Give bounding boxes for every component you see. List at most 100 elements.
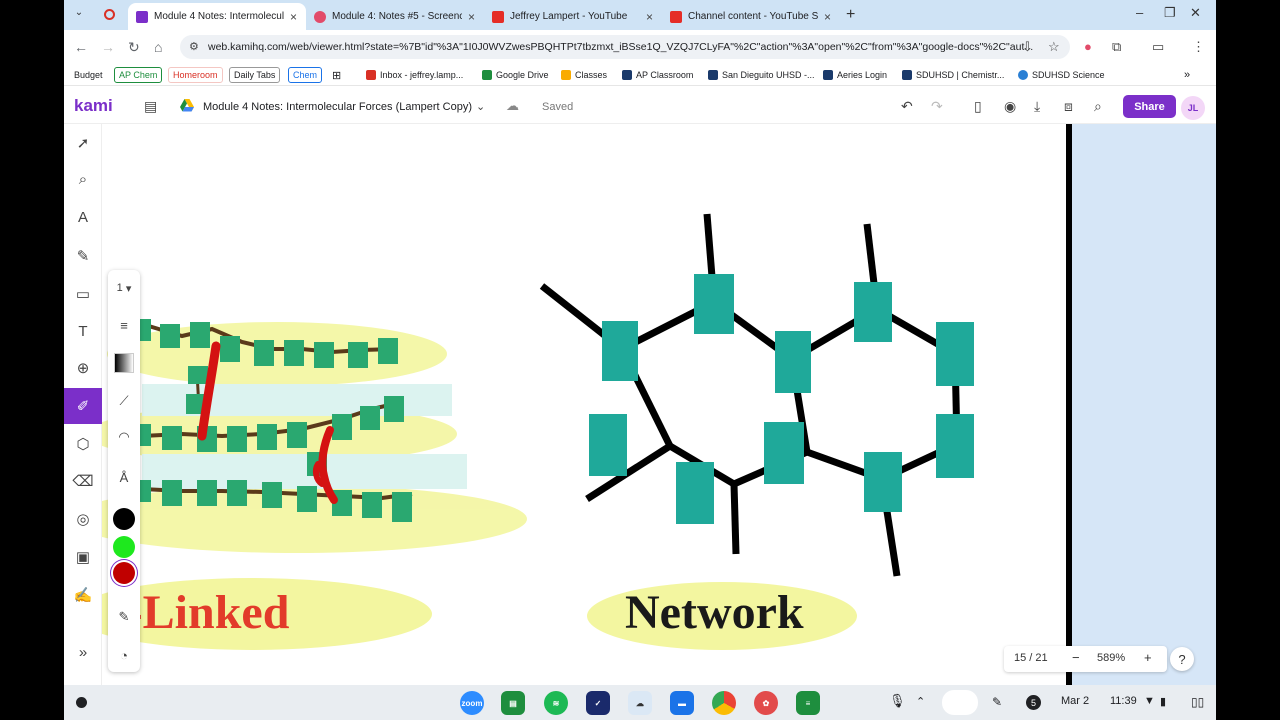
files-app-icon[interactable]: ▬ (670, 691, 694, 715)
cast-icon[interactable]: ▭ (1152, 39, 1165, 54)
bookmark-ap-chem[interactable]: AP Chem (114, 67, 163, 83)
forward-icon[interactable]: → (101, 39, 115, 55)
zoom-level[interactable]: 589% (1097, 652, 1126, 664)
bookmark-sduhsd-science[interactable]: SDUHSD Science (1018, 67, 1105, 83)
zoom-in-icon[interactable]: + (1144, 650, 1152, 665)
equation-tool-icon[interactable]: ⊕ (76, 360, 90, 377)
zoom-app-icon[interactable]: zoom (460, 691, 484, 715)
text-tool-icon[interactable]: T (78, 322, 88, 340)
image-tool-icon[interactable]: ▣ (75, 549, 91, 566)
stroke-width-select[interactable]: 1 ▾ (116, 282, 132, 295)
color-palette-icon[interactable]: ◔ (120, 647, 128, 663)
document-title[interactable]: Module 4 Notes: Intermolecular Forces (L… (203, 101, 472, 113)
tab-module4-notes[interactable]: Module 4 Notes: Intermolecular × (128, 3, 306, 30)
opacity-gradient-icon[interactable] (108, 352, 140, 374)
new-tab-button[interactable]: + (846, 6, 856, 23)
close-tab-icon[interactable]: × (468, 9, 476, 24)
close-tab-icon[interactable]: × (824, 9, 832, 24)
vectorize-app-icon[interactable]: ✓ (586, 691, 610, 715)
bookmark-daily-tabs[interactable]: Daily Tabs (229, 67, 281, 83)
close-tab-icon[interactable]: × (290, 9, 298, 24)
ruler-icon[interactable]: ⟋ (119, 393, 129, 408)
redo-icon[interactable]: ↷ (931, 98, 943, 114)
undo-icon[interactable]: ↶ (901, 98, 913, 114)
stylus-icon[interactable]: ✎ (992, 695, 1003, 709)
classroom-app-icon[interactable]: ▤ (501, 691, 525, 715)
bookmark-classes[interactable]: Classes (561, 67, 607, 83)
dictionary-tool-icon[interactable]: A (77, 208, 88, 226)
color-red-swatch[interactable] (113, 562, 135, 584)
bookmark-san-dieguito[interactable]: San Dieguito UHSD -... (708, 67, 815, 83)
share-button[interactable]: Share (1123, 95, 1176, 118)
line-style-icon[interactable]: ≡ (120, 317, 128, 333)
zoom-out-icon[interactable]: − (1072, 650, 1080, 665)
extensions-puzzle-icon[interactable]: ⧉ (1112, 39, 1122, 54)
install-app-icon[interactable]: ⇩ (1022, 39, 1033, 54)
select-tool-icon[interactable]: ➚ (76, 135, 90, 152)
eyedropper-icon[interactable]: ✎ (118, 609, 130, 624)
cloud-app-icon[interactable]: ☁ (628, 691, 652, 715)
tab-screencast[interactable]: Module 4: Notes #5 - Screencast × (306, 3, 484, 30)
holding-space-icon[interactable] (942, 690, 978, 715)
home-icon[interactable]: ⌂ (154, 39, 163, 55)
comment-tool-icon[interactable]: ▭ (75, 286, 91, 303)
shapes-tool-icon[interactable]: ⬡ (76, 436, 90, 453)
apps-grid-icon[interactable]: ⊞ (332, 69, 342, 82)
bookmark-star-icon[interactable]: ☆ (1048, 39, 1060, 54)
tab-youtube-studio[interactable]: Channel content - YouTube Studio × (662, 3, 840, 30)
tab-search-button[interactable]: ⌄ (74, 7, 84, 18)
eraser-tool-icon[interactable]: ⌫ (72, 473, 94, 490)
restore-icon[interactable]: ❐ (1164, 5, 1176, 20)
ai-tool-icon[interactable]: ◎ (76, 511, 90, 528)
drawing-tool-icon[interactable]: ✐ (64, 388, 102, 424)
highlighter-tool-icon[interactable]: ✎ (76, 248, 90, 265)
expand-rail-icon[interactable]: » (78, 643, 88, 661)
pen-style-icon[interactable]: Å (119, 469, 129, 485)
chrome-app-icon[interactable] (712, 691, 736, 715)
back-icon[interactable]: ← (74, 39, 88, 55)
toolbox-icon[interactable]: ⧈ (1064, 98, 1073, 114)
close-window-icon[interactable]: ✕ (1190, 5, 1201, 20)
notification-count[interactable]: 5 (1026, 695, 1041, 710)
bookmark-homeroom[interactable]: Homeroom (168, 67, 223, 83)
download-icon[interactable]: ⤓ (1034, 98, 1041, 114)
extension-screencastify-icon[interactable]: ● (1084, 39, 1092, 54)
spotify-app-icon[interactable]: ≋ (544, 691, 568, 715)
bookmark-google-drive[interactable]: Google Drive (482, 67, 549, 83)
tray-expand-icon[interactable]: ⌃ (916, 696, 926, 708)
reload-icon[interactable]: ↻ (128, 39, 140, 55)
microphone-icon[interactable]: 🎙 (889, 693, 906, 708)
bookmark-chem[interactable]: Chem (288, 67, 323, 83)
word-app-icon[interactable]: ≡ (796, 691, 820, 715)
date[interactable]: Mar 2 (1061, 695, 1090, 707)
url-field[interactable]: ⚙ web.kamihq.com/web/viewer.html?state=%… (180, 35, 1070, 59)
bookmark-aeries[interactable]: Aeries Login (823, 67, 887, 83)
color-black-swatch[interactable] (113, 508, 135, 530)
signature-tool-icon[interactable]: ✍ (73, 587, 93, 604)
search-icon[interactable]: ⌕ (1094, 98, 1102, 114)
bookmark-sduhsd-chemistry[interactable]: SDUHSD | Chemistr... (902, 67, 1004, 83)
bookmark-inbox[interactable]: Inbox - jeffrey.lamp... (366, 67, 463, 83)
minimize-icon[interactable]: – (1136, 5, 1144, 20)
bookmark-budget[interactable]: Budget (74, 67, 103, 83)
title-dropdown-icon[interactable]: ⌄ (476, 101, 486, 113)
preview-eye-icon[interactable]: ◉ (1004, 98, 1017, 114)
avatar[interactable]: JL (1181, 96, 1205, 120)
site-info-icon[interactable]: ⚙ (189, 41, 199, 53)
close-tab-icon[interactable]: × (646, 9, 654, 24)
time[interactable]: 11:39 (1110, 695, 1137, 707)
overview-icon[interactable]: ▯▯ (1191, 695, 1205, 709)
document-canvas[interactable]: s-Linked Network (102, 124, 1067, 685)
protractor-icon[interactable]: ◠ (118, 429, 130, 444)
document-outline-icon[interactable]: ▯ (974, 98, 982, 114)
bookmark-ap-classroom[interactable]: AP Classroom (622, 67, 693, 83)
browser-menu-icon[interactable]: ⋮ (1192, 39, 1205, 54)
more-bookmarks-icon[interactable]: » (1184, 69, 1191, 81)
page-indicator[interactable]: 15 / 21 (1014, 652, 1048, 664)
tab-youtube-channel[interactable]: Jeffrey Lampert - YouTube × (484, 3, 662, 30)
paint-app-icon[interactable]: ✿ (754, 691, 778, 715)
text-select-tool-icon[interactable]: ⌕ (78, 170, 88, 188)
color-green-swatch[interactable] (113, 536, 135, 558)
help-button[interactable]: ? (1170, 647, 1194, 671)
archive-icon[interactable]: ▤ (144, 98, 158, 114)
